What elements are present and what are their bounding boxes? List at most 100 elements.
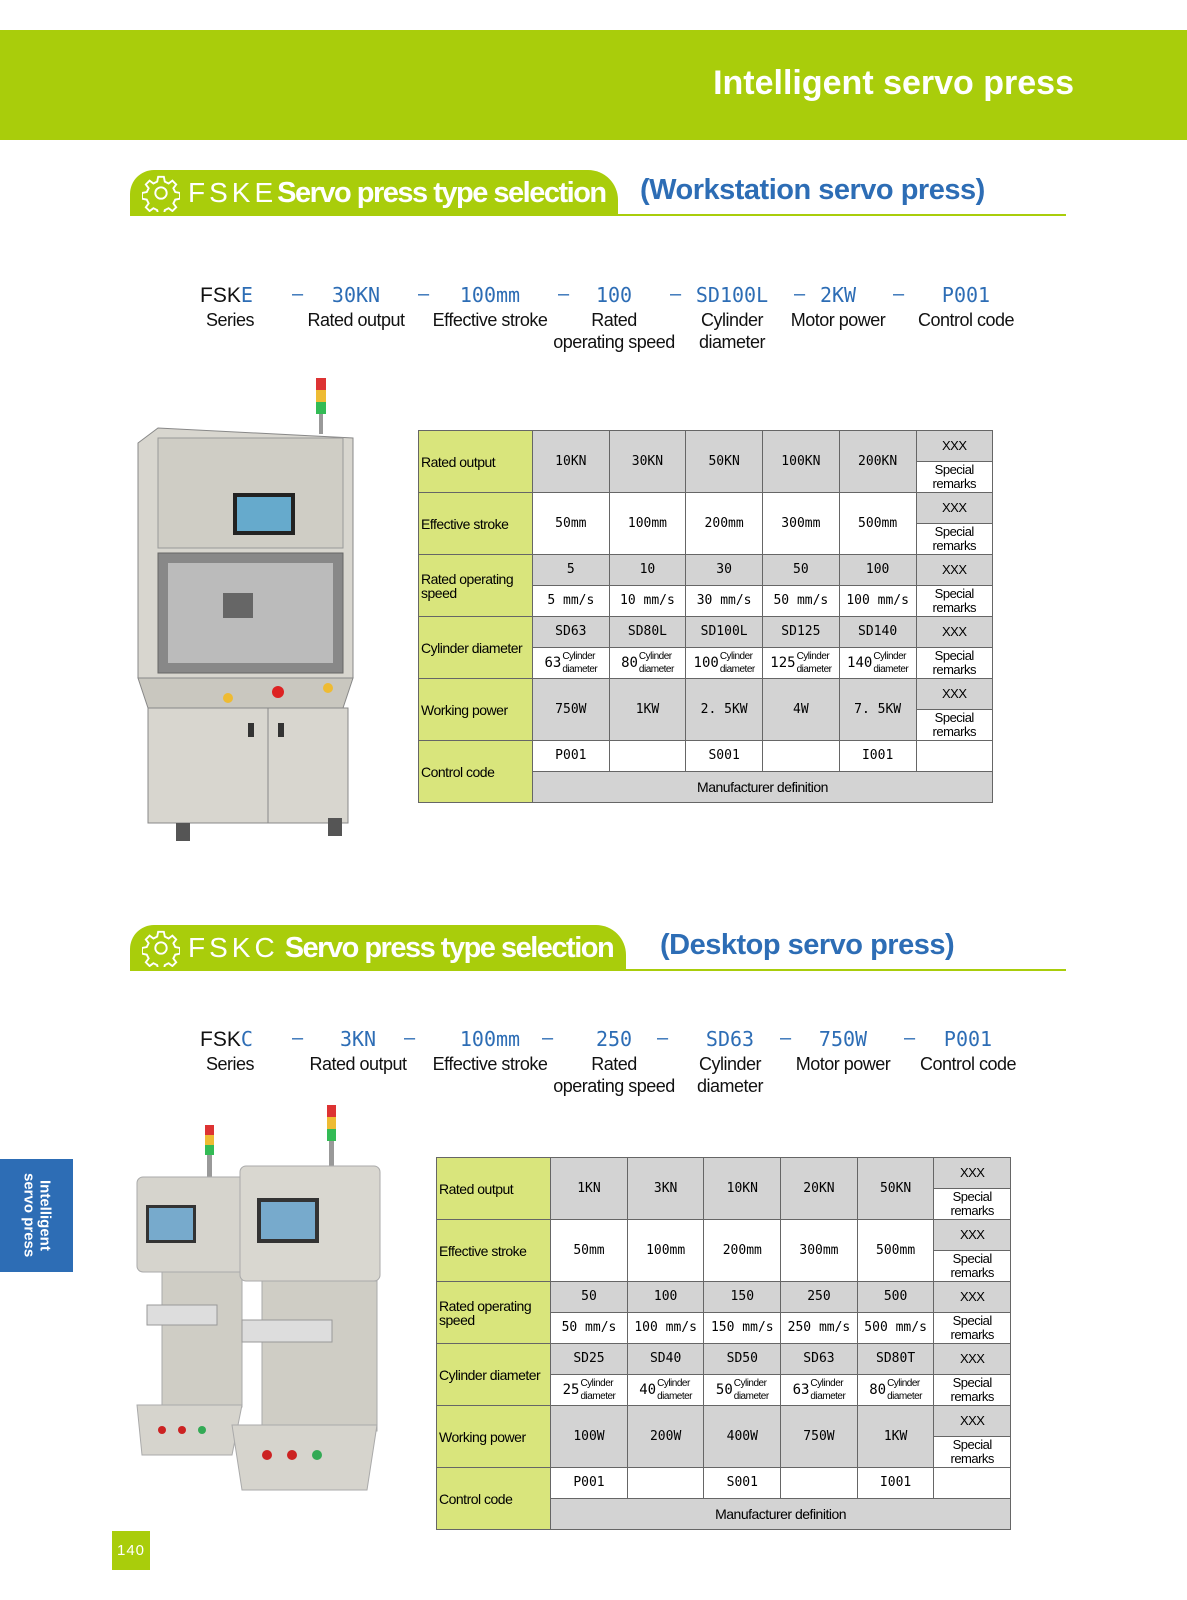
- model-label: Effective stroke: [432, 310, 548, 330]
- cylinder-number: 100: [693, 655, 719, 671]
- separator-dash: –: [904, 1027, 916, 1049]
- value-cell: 10 mm/s: [608, 585, 687, 617]
- unit-line: diameter: [638, 664, 674, 675]
- value-cell: 400W: [703, 1405, 782, 1468]
- model-label: Effective stroke: [432, 1054, 548, 1074]
- control-code-cell: [762, 740, 840, 772]
- unit-line: Cylinder: [733, 1378, 767, 1389]
- special-remarks-cell: Special remarks: [933, 1436, 1011, 1468]
- value-cell: 50 mm/s: [762, 585, 840, 617]
- value-cell: 10KN: [703, 1157, 782, 1220]
- separator-dash: –: [292, 1027, 304, 1049]
- value-cell: 50KN: [685, 430, 763, 493]
- value-cell: 1KW: [856, 1405, 935, 1468]
- special-remarks: Special remarks: [932, 586, 977, 615]
- control-code-cell: S001: [703, 1467, 782, 1499]
- unit-line: Cylinder: [580, 1378, 614, 1389]
- divider: [612, 214, 1066, 216]
- row-label: Working power: [417, 678, 534, 741]
- value-cell: 200mm: [703, 1219, 782, 1282]
- xxx-cell: XXX: [915, 492, 993, 524]
- control-code-cell: I001: [856, 1467, 935, 1499]
- special-remarks-cell: Special remarks: [933, 1312, 1011, 1344]
- separator-dash: –: [292, 283, 304, 305]
- table-row: Special remarks: [437, 1250, 1011, 1282]
- separator-dash: –: [794, 283, 806, 305]
- model-label: Rated output: [309, 1054, 407, 1074]
- special-remarks-cell: Special remarks: [933, 1188, 1011, 1220]
- unit-line: diameter: [733, 1391, 769, 1402]
- value-cell: 100KN: [762, 430, 840, 493]
- value-cell: 500mm: [838, 492, 917, 555]
- control-code-cell: [780, 1467, 858, 1499]
- value-cell: 250: [780, 1281, 858, 1313]
- side-tab-intelligent-servo-press[interactable]: Intelligent servo press: [0, 1159, 73, 1272]
- value-cell: SD50: [703, 1343, 782, 1375]
- value-cell: 30: [685, 554, 763, 586]
- value-cell: 300mm: [762, 492, 840, 555]
- xxx-cell: XXX: [915, 616, 993, 648]
- cylinder-number: 25: [562, 1382, 580, 1398]
- special-remarks-cell: Special remarks: [933, 1250, 1011, 1282]
- row-label: Effective stroke: [417, 492, 534, 555]
- xxx-cell: XXX: [933, 1405, 1011, 1437]
- value-cell: 50KN: [856, 1157, 935, 1220]
- unit-line: Cylinder: [638, 651, 672, 662]
- separator-dash: –: [657, 1027, 669, 1049]
- unit-line: diameter: [580, 1391, 616, 1402]
- cylinder-unit: Cylinder diameter: [580, 1377, 615, 1403]
- model-label: Control code: [917, 310, 1015, 330]
- row-label: Rated operating speed: [417, 554, 534, 617]
- model-label: Motor power: [790, 310, 886, 330]
- row-label: Control code: [417, 740, 534, 803]
- value-cell: 500mm: [856, 1219, 935, 1282]
- value-cell: SD100L: [685, 616, 763, 648]
- section-title: Servo press type selection: [277, 176, 607, 209]
- model-part: 250: [595, 1027, 633, 1051]
- unit-line: diameter: [719, 664, 755, 675]
- section-banner-fske: FSKE Servo press type selection: [130, 170, 618, 216]
- special-remarks-cell: Special remarks: [915, 709, 993, 741]
- gear-icon: [142, 175, 180, 212]
- control-code-cell: I001: [838, 740, 917, 772]
- table-row: Special remarks: [419, 523, 993, 555]
- unit-line: Cylinder: [562, 651, 595, 662]
- separator-dash: –: [404, 1027, 416, 1049]
- special-remarks-cell: Special remarks: [915, 523, 993, 555]
- special-remarks: Special remarks: [950, 1251, 994, 1280]
- model-part: 3KN: [339, 1027, 377, 1051]
- value-cell: 50mm: [532, 492, 610, 555]
- cylinder-number: 40: [639, 1382, 657, 1398]
- xxx-cell: XXX: [933, 1219, 1011, 1251]
- special-remarks: Special remarks: [932, 710, 977, 739]
- cylinder-number: 125: [770, 655, 796, 671]
- special-remarks: Special remarks: [950, 1437, 994, 1466]
- control-code-cell: [608, 740, 687, 772]
- value-cell: 5: [532, 554, 610, 586]
- value-cell: SD63: [532, 616, 610, 648]
- xxx-cell: XXX: [933, 1281, 1011, 1313]
- section-subtitle: (Workstation servo press): [640, 174, 985, 206]
- value-cell: 500: [856, 1281, 935, 1313]
- value-cell: 100mm: [608, 492, 687, 555]
- model-label: Series: [205, 1054, 255, 1074]
- table-row: Manufacturer definition: [419, 771, 993, 803]
